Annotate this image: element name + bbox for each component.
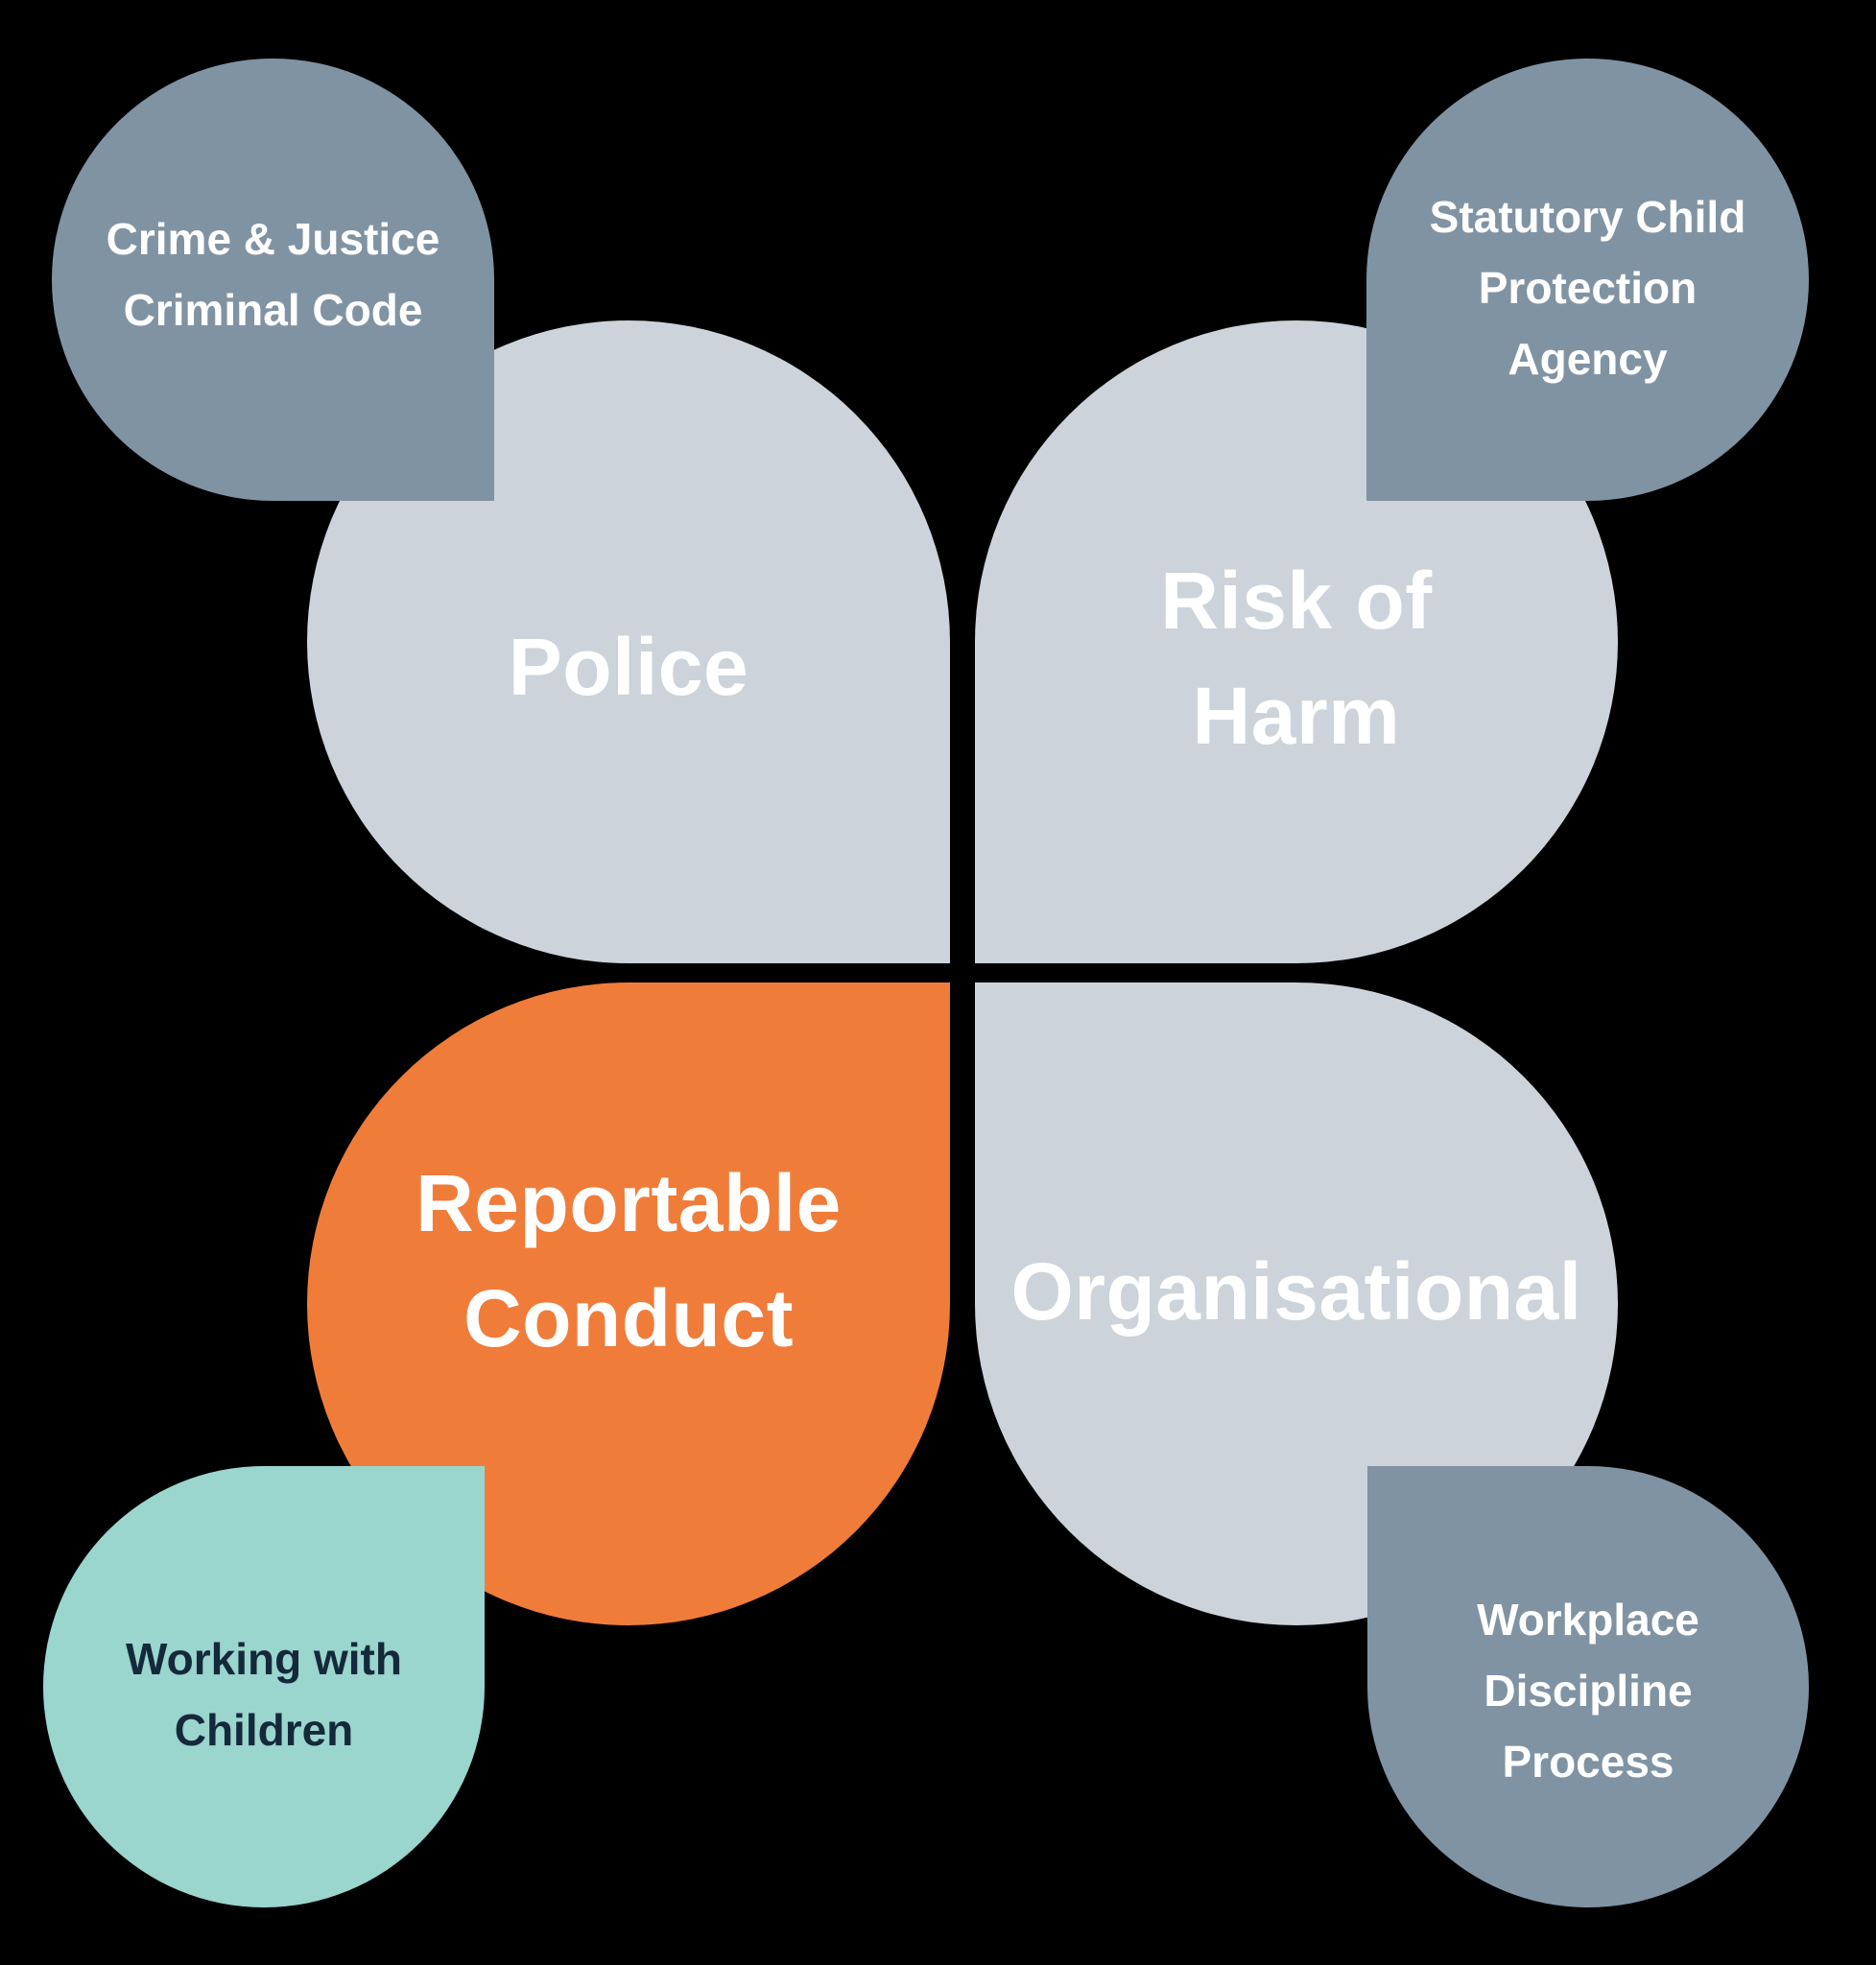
petal-organisational-label: Organisational	[1010, 1234, 1581, 1349]
bubble-workplace-discipline-label: Workplace Discipline Process	[1477, 1584, 1699, 1797]
petal-risk-of-harm-line: Risk of	[1160, 556, 1433, 646]
bubble-workplace-discipline-line: Process	[1502, 1737, 1674, 1787]
bubble-workplace-discipline-process: Workplace Discipline Process	[1367, 1466, 1809, 1907]
bubble-statutory-child-line: Statutory Child	[1429, 191, 1746, 242]
petal-reportable-conduct-line: Reportable	[416, 1158, 842, 1248]
bubble-statutory-child-label: Statutory Child Protection Agency	[1430, 181, 1746, 394]
petal-organisational-line: Organisational	[1010, 1246, 1582, 1337]
petal-police-label: Police	[509, 609, 748, 724]
petal-reportable-conduct-label: Reportable Conduct	[416, 1146, 842, 1376]
bubble-workplace-discipline-line: Discipline	[1484, 1666, 1693, 1716]
bubble-crime-justice-line: Crime & Justice	[106, 213, 440, 264]
petal-risk-of-harm-line: Harm	[1192, 671, 1401, 761]
petal-risk-of-harm-label: Risk of Harm	[1160, 543, 1433, 773]
petal-police-line: Police	[508, 622, 749, 712]
bubble-working-with-children-label: Working with Children	[126, 1623, 402, 1765]
bubble-crime-justice-line: Criminal Code	[123, 284, 423, 335]
petal-reportable-conduct-line: Conduct	[463, 1273, 795, 1363]
bubble-statutory-child-line: Agency	[1508, 333, 1668, 384]
bubble-working-with-children-line: Working with	[126, 1634, 402, 1684]
bubble-statutory-child-line: Protection	[1478, 262, 1698, 313]
bubble-working-with-children-line: Children	[174, 1705, 354, 1755]
bubble-statutory-child-protection-agency: Statutory Child Protection Agency	[1366, 59, 1809, 501]
petal-risk-of-harm: Risk of Harm	[975, 320, 1618, 963]
bubble-crime-justice-label: Crime & Justice Criminal Code	[107, 203, 440, 345]
bubble-working-with-children: Working with Children	[43, 1466, 485, 1907]
bubble-crime-justice-criminal-code: Crime & Justice Criminal Code	[52, 59, 494, 501]
bubble-workplace-discipline-line: Workplace	[1477, 1595, 1699, 1645]
